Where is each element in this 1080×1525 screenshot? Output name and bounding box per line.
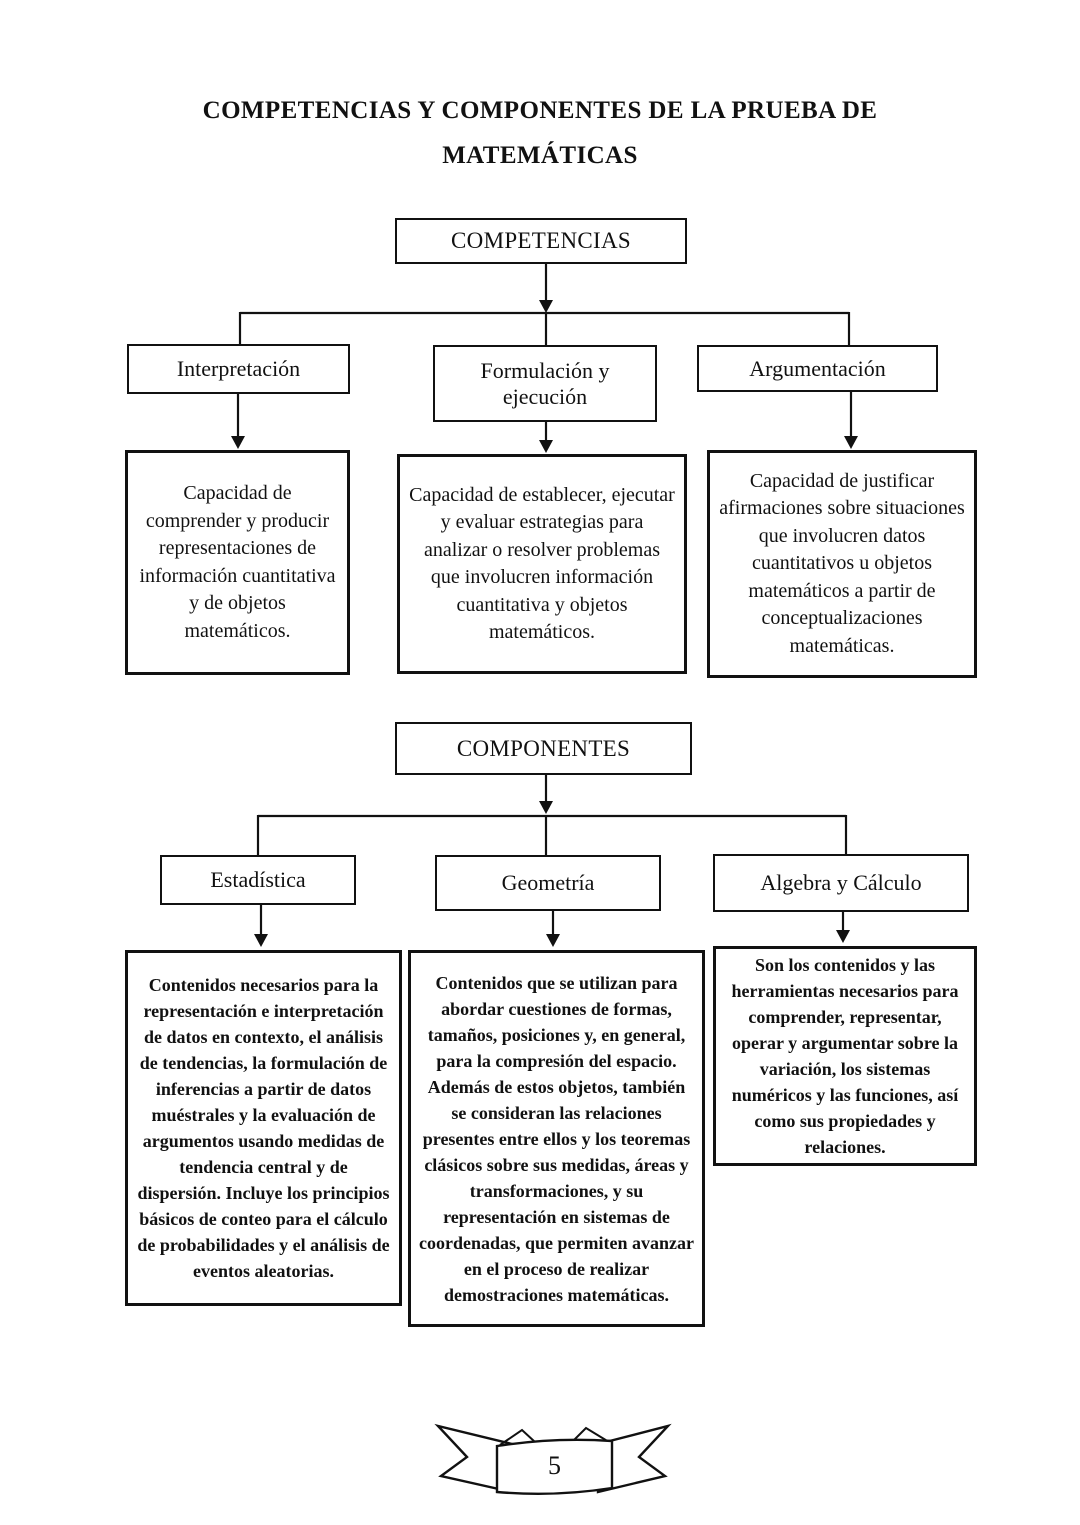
componentes-branch-algebra-box: Algebra y Cálculo <box>713 854 969 912</box>
arrow-down-icon <box>539 300 553 313</box>
arrow-down-icon <box>539 440 553 453</box>
geometria-description-box: Contenidos que se utilizan para abordar … <box>408 950 705 1327</box>
arrow-down-icon <box>539 801 553 814</box>
competencias-branch-interpretacion-box: Interpretación <box>127 344 350 394</box>
argumentacion-description-box: Capacidad de justificar afirmaciones sob… <box>707 450 977 678</box>
page-number: 5 <box>548 1451 561 1480</box>
formulacion-description-box: Capacidad de establecer, ejecutar y eval… <box>397 454 687 674</box>
competencias-branch-formulacion-box: Formulación y ejecución <box>433 345 657 422</box>
ribbon-fold-left <box>499 1428 536 1446</box>
ribbon-fold-right <box>573 1426 610 1443</box>
arrow-down-icon <box>546 934 560 947</box>
ribbon-panel <box>495 1438 614 1495</box>
arrow-down-icon <box>836 930 850 943</box>
componentes-branch-geometria-box: Geometría <box>435 855 661 911</box>
competencias-branch-argumentacion-box: Argumentación <box>697 345 938 392</box>
competencias-root-box: COMPETENCIAS <box>395 218 687 264</box>
arrow-down-icon <box>844 436 858 449</box>
interpretacion-description-box: Capacidad de comprender y producir repre… <box>125 450 350 675</box>
page-title: COMPETENCIAS Y COMPONENTES DE LA PRUEBA … <box>0 88 1080 178</box>
estadistica-description-box: Contenidos necesarios para la representa… <box>125 950 402 1306</box>
componentes-root-box: COMPONENTES <box>395 722 692 775</box>
arrow-down-icon <box>231 436 245 449</box>
page-title-line2: MATEMÁTICAS <box>442 142 638 169</box>
arrow-down-icon <box>254 934 268 947</box>
componentes-branch-estadistica-box: Estadística <box>160 855 356 905</box>
page-title-line1: COMPETENCIAS Y COMPONENTES DE LA PRUEBA … <box>202 97 878 124</box>
algebra-description-box: Son los contenidos y las herramientas ne… <box>713 946 977 1166</box>
